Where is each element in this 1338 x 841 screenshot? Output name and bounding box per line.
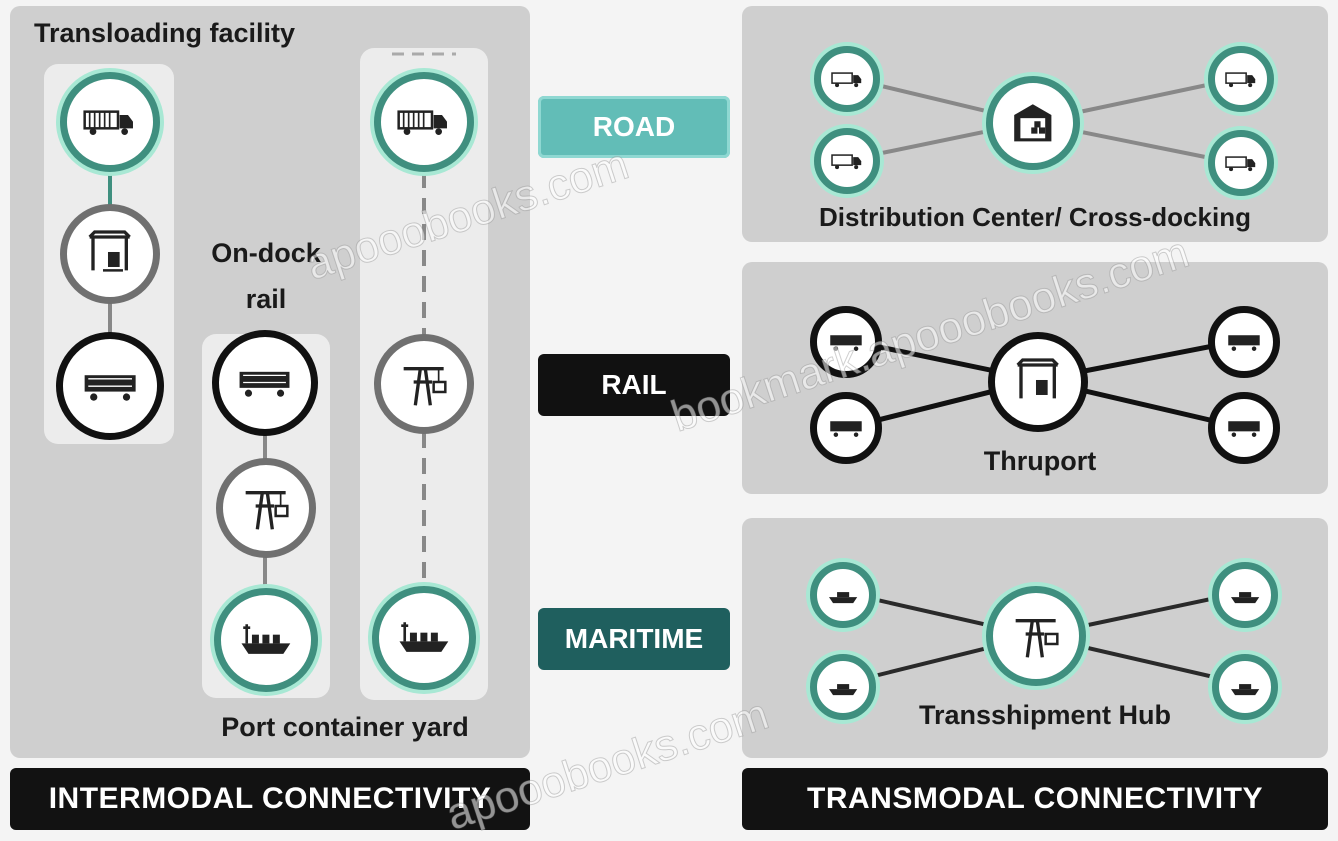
ship-node-hub-right-bottom [1212, 654, 1278, 720]
ship-icon [1230, 591, 1260, 604]
ship-icon [828, 591, 858, 604]
truck-icon [83, 110, 134, 136]
truck-icon [397, 110, 448, 136]
railcar-icon [84, 375, 136, 401]
ship-node-hub-right-top [1212, 562, 1278, 628]
railcar-icon [240, 372, 290, 398]
yard-label: Port container yard [221, 712, 469, 742]
railcar-node-transloading [56, 332, 164, 440]
quay-crane-icon [246, 491, 289, 530]
railcar-node-thruport-right-top [1208, 306, 1280, 378]
railcar-node-thruport-left-top [810, 306, 882, 378]
ship-node-yard [372, 586, 476, 690]
dc-label: Distribution Center/ Cross-docking [819, 202, 1251, 232]
ship-icon [828, 683, 858, 696]
truck-node-dc-right-top [1208, 46, 1274, 112]
road-badge: ROAD [538, 96, 730, 158]
truck-icon [831, 154, 862, 170]
ship-icon [241, 624, 291, 654]
ondock-label-line2: rail [245, 284, 287, 314]
gantry-crane-node-thruport [988, 332, 1088, 432]
truck-icon [1225, 156, 1256, 172]
railcar-icon [1228, 421, 1260, 437]
gantry-crane-icon [88, 230, 132, 272]
truck-node [60, 72, 160, 172]
quay-crane-icon [404, 367, 447, 406]
truck-node-dc-left-top [814, 46, 880, 112]
quay-crane-node-hub [986, 586, 1086, 686]
intermodal-footer: INTERMODAL CONNECTIVITY [10, 768, 530, 830]
gantry-crane-node [60, 204, 160, 304]
ship-node-hub-left-bottom [810, 654, 876, 720]
railcar-node-thruport-left-bottom [810, 392, 882, 464]
ship-icon [1230, 683, 1260, 696]
railcar-icon [830, 421, 862, 437]
ship-node-hub-left-top [810, 562, 876, 628]
rail-badge: RAIL [538, 354, 730, 416]
truck-node-dc-left-bottom [814, 128, 880, 194]
transmodal-footer: TRANSMODAL CONNECTIVITY [742, 768, 1328, 830]
ship-node-ondock [214, 588, 318, 692]
ship-icon [399, 622, 449, 652]
railcar-node-ondock [212, 330, 318, 436]
truck-icon [831, 72, 862, 88]
maritime-badge: MARITIME [538, 608, 730, 670]
railcar-icon [1228, 335, 1260, 351]
quay-crane-icon [1016, 619, 1059, 658]
warehouse-icon [1014, 104, 1052, 142]
transloading-label: Transloading facility [34, 18, 296, 48]
thruport-label: Thruport [983, 446, 1097, 476]
ondock-label-line1: On-dock [211, 238, 321, 268]
warehouse-node [986, 76, 1080, 170]
quay-crane-node-yard [374, 334, 474, 434]
railcar-icon [830, 335, 862, 351]
truck-node-dc-right-bottom [1208, 130, 1274, 196]
quay-crane-node-ondock [216, 458, 316, 558]
railcar-node-thruport-right-bottom [1208, 392, 1280, 464]
truck-icon [1225, 72, 1256, 88]
gantry-crane-icon [1016, 358, 1060, 399]
hub-label: Transshipment Hub [918, 700, 1172, 730]
truck-node-yard [374, 72, 474, 172]
